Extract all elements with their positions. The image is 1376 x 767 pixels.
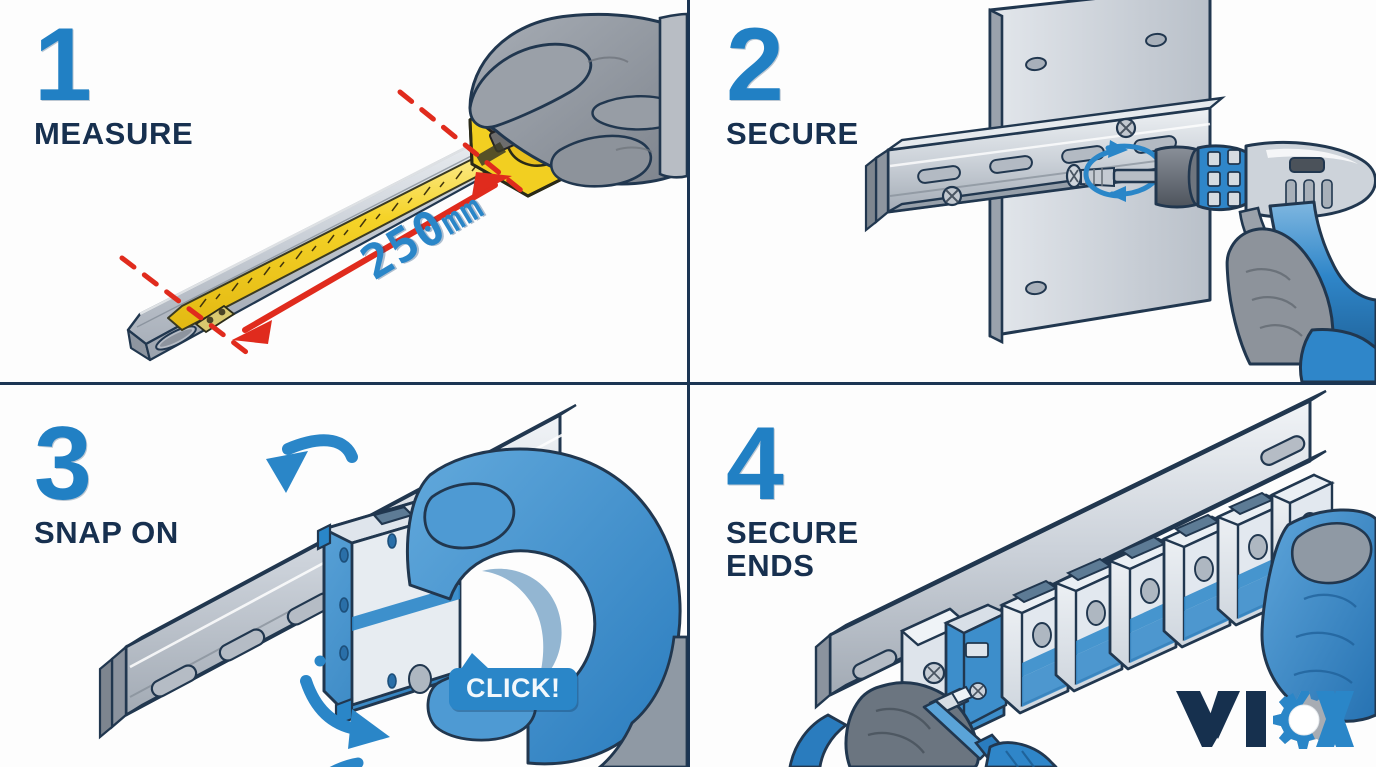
click-callout-text: CLICK! bbox=[466, 673, 561, 703]
viox-logo bbox=[1174, 685, 1354, 751]
step-3-illustration bbox=[0, 385, 687, 767]
step-2-label: SECURE bbox=[726, 115, 859, 151]
dimension-arrow bbox=[242, 182, 498, 333]
step-4-label: SECURE ENDS bbox=[726, 514, 859, 583]
rail-slots bbox=[852, 435, 1306, 680]
step-4-header: 4 SECURE ENDS bbox=[726, 406, 859, 583]
step-2-illustration bbox=[690, 0, 1376, 382]
snap-arrow-bottom-head bbox=[348, 709, 390, 749]
step-3-label: SNAP ON bbox=[34, 514, 179, 550]
cordless-drill bbox=[1112, 141, 1376, 382]
step-panel-3: 3 SNAP ON bbox=[0, 385, 687, 767]
step-4-number: 4 bbox=[726, 406, 784, 522]
guide-line-left bbox=[119, 255, 257, 361]
gloved-hand-right bbox=[1260, 508, 1376, 723]
dimension-arrowhead-right bbox=[472, 172, 512, 196]
snap-arrow-bottom bbox=[300, 675, 362, 735]
step-1-header: 1 MEASURE bbox=[34, 7, 194, 151]
step-3-header: 3 SNAP ON bbox=[34, 406, 179, 550]
snap-arrow-top-head bbox=[266, 451, 308, 493]
step-3-number: 3 bbox=[34, 406, 92, 522]
viox-letter-v-left bbox=[1176, 691, 1220, 747]
step-panel-2: 2 SECURE bbox=[690, 0, 1376, 382]
step-1-label: MEASURE bbox=[34, 115, 194, 151]
viox-gear-icon bbox=[1273, 691, 1335, 749]
step-1-illustration bbox=[0, 0, 687, 382]
step-1-number: 1 bbox=[34, 7, 92, 123]
viox-letter-i bbox=[1246, 691, 1266, 747]
viox-letter-v-right bbox=[1208, 691, 1240, 739]
installed-screws bbox=[941, 117, 1137, 207]
snap-arrow-top bbox=[282, 434, 358, 463]
step-2-number: 2 bbox=[726, 7, 784, 123]
viox-logo-svg bbox=[1176, 691, 1354, 749]
panel-divider-horizontal bbox=[0, 382, 1376, 385]
tape-hook bbox=[194, 304, 236, 334]
snap-motion-arrows bbox=[314, 655, 364, 767]
gloved-hand-gray bbox=[468, 12, 687, 188]
measure-guide-lines bbox=[119, 89, 531, 361]
guide-line-right bbox=[397, 89, 531, 199]
step-panel-1: 1 MEASURE 250mm bbox=[0, 0, 687, 382]
rotation-arrowhead-bottom bbox=[1108, 186, 1126, 202]
step-4-illustration bbox=[690, 385, 1376, 767]
viox-letter-x-stroke-b bbox=[1316, 691, 1354, 747]
step-2-header: 2 SECURE bbox=[726, 7, 859, 151]
rotation-arrowhead-top bbox=[1108, 140, 1128, 158]
screwdriver bbox=[922, 685, 1058, 767]
dimension-arrowhead-left bbox=[232, 320, 272, 344]
click-callout: CLICK! bbox=[449, 653, 578, 710]
